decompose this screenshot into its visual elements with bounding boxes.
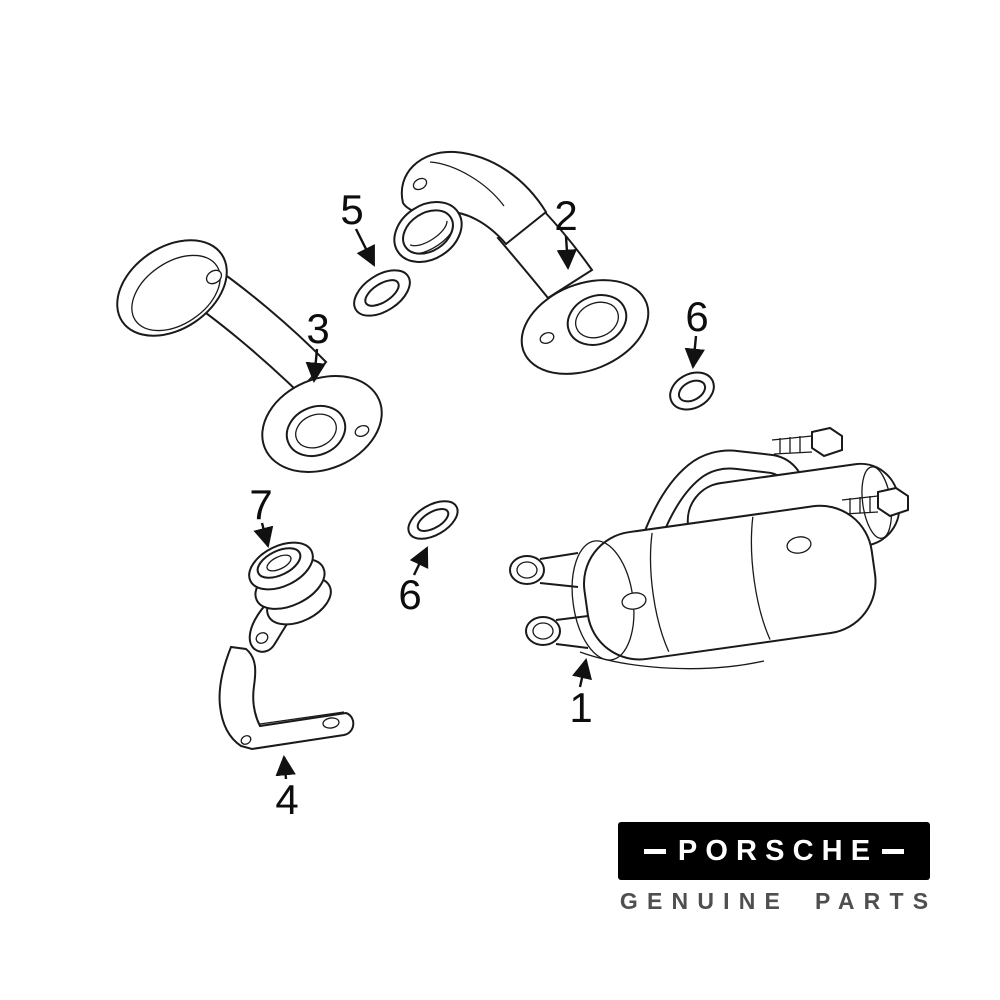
part-6-seal-ring-lower-drawing <box>407 500 459 540</box>
part-1-oil-cooler-drawing <box>509 426 909 670</box>
callout-part-6-upper: 6 <box>685 296 708 338</box>
porsche-genuine-parts-logo: PORSCHE GENUINE PARTS <box>618 822 930 915</box>
bolt-upper-drawing <box>771 426 843 458</box>
callout-part-3: 3 <box>306 308 329 350</box>
arrow-to-part-4 <box>275 754 296 780</box>
arrow-to-part-3 <box>305 348 326 384</box>
arrow-to-part-5 <box>354 228 376 267</box>
part-5-seal-ring-drawing <box>353 269 411 317</box>
callout-label-6-lower: 6 <box>398 571 422 618</box>
callout-arrows <box>253 228 705 780</box>
arrow-to-part-2 <box>556 235 578 271</box>
logo-bar: PORSCHE <box>618 822 930 880</box>
callout-label-7: 7 <box>249 481 273 528</box>
callout-label-5: 5 <box>340 186 364 233</box>
callout-part-7: 7 <box>249 484 272 526</box>
arrow-to-part-6-upper <box>684 335 705 370</box>
part-6-seal-ring-upper-drawing <box>669 371 715 411</box>
callout-part-2: 2 <box>554 195 577 237</box>
arrow-to-part-7 <box>253 522 274 548</box>
callout-label-1: 1 <box>569 684 593 731</box>
logo-line-left <box>643 848 666 854</box>
logo-subtitle: GENUINE PARTS <box>619 888 938 914</box>
callout-label-4: 4 <box>275 776 299 823</box>
callout-part-1: 1 <box>569 687 592 729</box>
brand-text: PORSCHE <box>677 834 879 867</box>
part-4-bracket-drawing <box>218 645 355 751</box>
arrow-to-part-6-lower <box>409 546 429 576</box>
callout-label-6-upper: 6 <box>685 293 709 340</box>
part-2-elbow-pipe-drawing <box>393 150 650 375</box>
callout-part-6-lower: 6 <box>398 574 421 616</box>
callout-label-2: 2 <box>554 192 578 239</box>
logo-line-right <box>882 848 905 854</box>
callout-label-3: 3 <box>306 305 330 352</box>
part-3-pipe-drawing <box>116 239 383 473</box>
callout-part-5: 5 <box>340 189 363 231</box>
part-7-sleeve-drawing <box>248 541 332 653</box>
arrow-to-part-1 <box>572 658 592 688</box>
callout-part-4: 4 <box>275 779 298 821</box>
bolt-lower-drawing <box>841 486 909 518</box>
